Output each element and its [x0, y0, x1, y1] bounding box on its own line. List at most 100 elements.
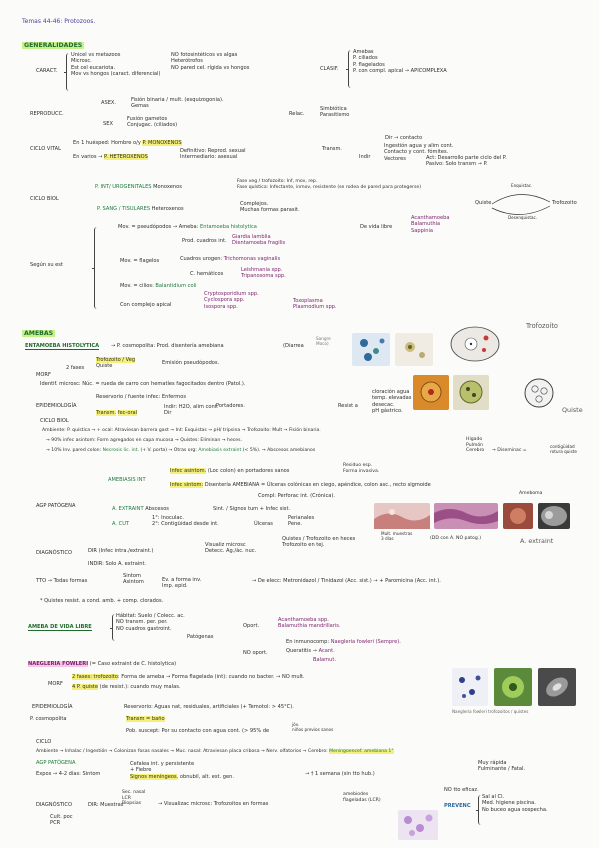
dir-infec: DIR (Infec intra./extraint.)	[88, 548, 154, 554]
naeg-ambiente: Ambiente → Inhalac / Ingestión → Coloniz…	[36, 749, 394, 754]
epidem-label: EPIDEMIOLOGÍA	[36, 403, 77, 409]
dd: (DD con A. NO patog.)	[430, 536, 482, 541]
enquistac-cycle-diagram	[491, 194, 551, 215]
brace	[476, 795, 483, 825]
naegleria-heading: NAEGLERIA FOWLERI (= Caso extraint de C.…	[28, 661, 177, 667]
naeg-prev-list: Sal al Cl.Med. higiene piscina.No buceo …	[482, 794, 548, 813]
cv-line2: En varios → P. HETEROXENOS	[73, 154, 148, 160]
heading-ameba-vida-libre: AMEBA DE VIDA LIBRE	[28, 624, 92, 632]
repro-label: REPRODUCC.	[30, 111, 64, 117]
tto-label: TTO → Todas formas	[36, 578, 88, 584]
tissue-image	[434, 503, 498, 529]
de-eleccion: → De elecc: Metronidazol / Tinidazol (Ac…	[252, 578, 441, 584]
cb-sang-list: Complejos.Muchas formas parasit.	[240, 201, 300, 214]
naeg-muerte: → † 1 semana (sin tto hub.)	[305, 771, 375, 777]
oport: Oport.	[243, 623, 260, 629]
apical-list: Cryptosporidium spp.Cyclospora spp.Isosp…	[204, 291, 259, 310]
cb-phases: Fase veg / trofozoito: Inf, mov, rep.Fas…	[237, 179, 422, 190]
naeg-diag: DIAGNÓSTICO	[36, 802, 72, 808]
transm: Transm. fec-oral	[96, 410, 138, 416]
page-title: Temas 44-46: Protozoos.	[22, 18, 96, 25]
transm-list: Indir: H2O, alim cont.Dir	[164, 404, 219, 417]
compl: Compl: Perforac int. (Crónica).	[258, 493, 335, 499]
diagn-label: DIAGNÓSTICO	[36, 550, 72, 556]
trophozoite-drawing	[444, 322, 506, 366]
caract-label: CARACT.	[36, 68, 58, 74]
ciclo-biol: CICLO BIOL	[40, 418, 69, 424]
cb-intest: P. INT/ UROGENITALES Monoxenos	[95, 184, 182, 190]
ciclo-vital-label: CICLO VITAL	[30, 146, 61, 152]
agp-label: AGP PATÓGENA	[36, 503, 76, 509]
pared-colon: → 10% Inv. pared colon: Necrosis lic. in…	[46, 448, 316, 453]
brace	[110, 614, 117, 641]
cyc-desenq: Desenquistac.	[508, 215, 538, 220]
naeg-ciclo: CICLO	[36, 739, 52, 745]
micrograph-image	[352, 333, 390, 366]
cut-list: 1°: Inoculac.2°: Contigüidad desde int.	[152, 515, 219, 528]
relac-label: Relac.	[289, 111, 305, 117]
clasif-label: CLASIF.	[320, 66, 339, 72]
cv-line1: En 1 huésped: Hombre o/y P. MONOXENOS	[73, 140, 182, 146]
heading-amebas: AMEBAS	[22, 330, 56, 337]
naeg-epidem: EPIDEMIOLOGÍA	[32, 704, 73, 710]
trofozoito-caption: Trofozoíto	[526, 322, 558, 330]
naeg-f1: 2 fases: trofozoito: Forma de ameba → Fo…	[72, 674, 305, 680]
queratitis: Queratitis → Acant.	[286, 648, 335, 654]
cilios: Mov. = cilios: Balantidium coli	[120, 283, 197, 289]
naegleria-image	[538, 668, 576, 706]
quiste-caption: Quiste	[562, 406, 583, 414]
naeg-visual: → Visualizac microsc: Trofozoitos en for…	[158, 801, 269, 807]
a-extraint-caption: A. extraint	[520, 537, 554, 545]
naeg-expo: Expos → 4-2 días: Sintom	[36, 771, 101, 777]
naeg-dir: DIR: Muestras	[88, 802, 124, 808]
cyc-trofo: Trofozoito	[552, 200, 577, 206]
vect-list: Act: Desarrollo parte ciclo del P.Pasivo…	[426, 155, 507, 168]
segun-label: Según su est	[30, 262, 63, 268]
ct-scan-image	[538, 503, 570, 529]
sex-label: SEX	[103, 121, 113, 127]
infec-sintom: Infec sintom: Disentería AMEBIANA = Úlce…	[170, 482, 431, 488]
quistes-resist: * Quistes resist. a cond. amb. + comp. c…	[40, 598, 164, 604]
cyc-quiste: Quiste	[475, 200, 492, 206]
hematicos-list: Leishmania spp.Tripanosoma spp.	[241, 267, 286, 280]
micrograph-image	[395, 333, 433, 366]
naeg-f2: 4 P. quiste (de resist.): cuando muy mal…	[72, 684, 181, 690]
brace	[64, 53, 71, 91]
lcr-smear-image	[398, 810, 438, 840]
ulceras: Úlceras	[254, 521, 273, 527]
tto-ev: Ev. a forma inv.Imp. epid.	[162, 577, 202, 590]
naeg-morf-label: MORF	[48, 681, 63, 687]
cyc-enq: Enquistac.	[511, 183, 533, 188]
resist: Resist a	[338, 403, 358, 409]
transm-dir: Dir → contacto	[385, 135, 423, 141]
heading-generalidades: GENERALIDADES	[22, 42, 85, 49]
transm-indir: Indir	[359, 154, 371, 160]
brace	[92, 227, 99, 309]
vlibre-list: Hábitat: Suelo / Colecc. ac.NO transm. p…	[116, 613, 185, 632]
sint: Sint. / Signos tum + Infec sist.	[213, 506, 291, 512]
infec-asint: → 90% infec asintom: Form agregados en c…	[46, 438, 242, 443]
ciclo-biol-label: CICLO BIOL	[30, 196, 59, 202]
infec-asintom: Infec asintom. (Loc colon) en portadores…	[170, 468, 290, 474]
tissue-image	[374, 503, 430, 529]
